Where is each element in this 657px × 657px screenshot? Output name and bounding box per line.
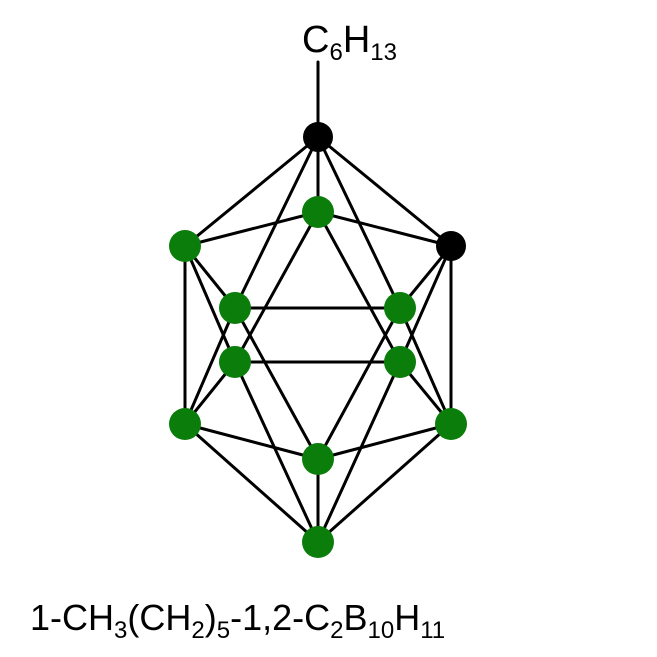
formula-part-3: 2 <box>191 617 204 644</box>
formula-part-2: (CH <box>127 597 191 638</box>
formula-part-11: 11 <box>420 617 445 644</box>
formula-part-4: ) <box>205 597 217 638</box>
formula-part-7: 2 <box>330 617 343 644</box>
boron-atom-b-lower-right <box>435 408 467 440</box>
boron-atom-b-bottom <box>302 526 334 558</box>
substituent-label: C6H13 <box>302 19 397 66</box>
bond-b-mid-right-front-b-lower-front <box>316 306 402 461</box>
bond-b-top-back-c2 <box>316 210 453 248</box>
bond-b-lower-right-b-bottom <box>316 422 453 544</box>
boron-atom-b-mid-left-back <box>219 346 251 378</box>
boron-atom-b-lower-front <box>302 443 334 475</box>
bond-b-top-back-b-upper-left <box>183 210 320 248</box>
bond-b-lower-left-b-lower-front <box>183 422 320 461</box>
bond-b-mid-right-front-b-lower-right <box>398 306 453 426</box>
formula-part-8: B <box>343 597 367 638</box>
bond-b-upper-left-b-mid-left-back <box>183 244 237 364</box>
bond-c1-c2 <box>316 135 453 248</box>
formula-part-10: H <box>394 597 420 638</box>
boron-atom-b-mid-right-back <box>384 346 416 378</box>
compound-formula-label: 1-CH3(CH2)5-1,2-C2B10H11 <box>30 597 445 644</box>
bond-b-mid-right-back-b-bottom <box>316 360 402 544</box>
bond-c1-b-upper-left <box>183 135 320 248</box>
formula-part-9: 10 <box>367 617 394 644</box>
carbon-atom-c2 <box>436 231 466 261</box>
bond-b-lower-right-b-lower-front <box>316 422 453 461</box>
boron-atom-b-top-back <box>302 196 334 228</box>
formula-part-0: 1-CH <box>30 597 114 638</box>
boron-atom-b-lower-left <box>169 408 201 440</box>
bond-b-mid-left-front-b-lower-left <box>183 306 237 426</box>
formula-part-5: 5 <box>217 617 230 644</box>
formula-part-6: -1,2-C <box>230 597 330 638</box>
bond-b-top-back-b-mid-right-back <box>316 210 402 364</box>
formula-part-1: 3 <box>114 617 127 644</box>
bond-b-top-back-b-mid-left-back <box>233 210 320 364</box>
bond-c2-b-mid-right-back <box>398 244 453 364</box>
boron-atom-b-mid-left-front <box>219 292 251 324</box>
bond-b-mid-left-back-b-bottom <box>233 360 320 544</box>
boron-atom-b-mid-right-front <box>384 292 416 324</box>
bond-b-mid-left-front-b-lower-front <box>233 306 320 461</box>
bond-b-lower-left-b-bottom <box>183 422 320 544</box>
boron-atom-b-upper-left <box>169 230 201 262</box>
atoms <box>169 122 467 558</box>
carbon-atom-c1 <box>303 122 333 152</box>
